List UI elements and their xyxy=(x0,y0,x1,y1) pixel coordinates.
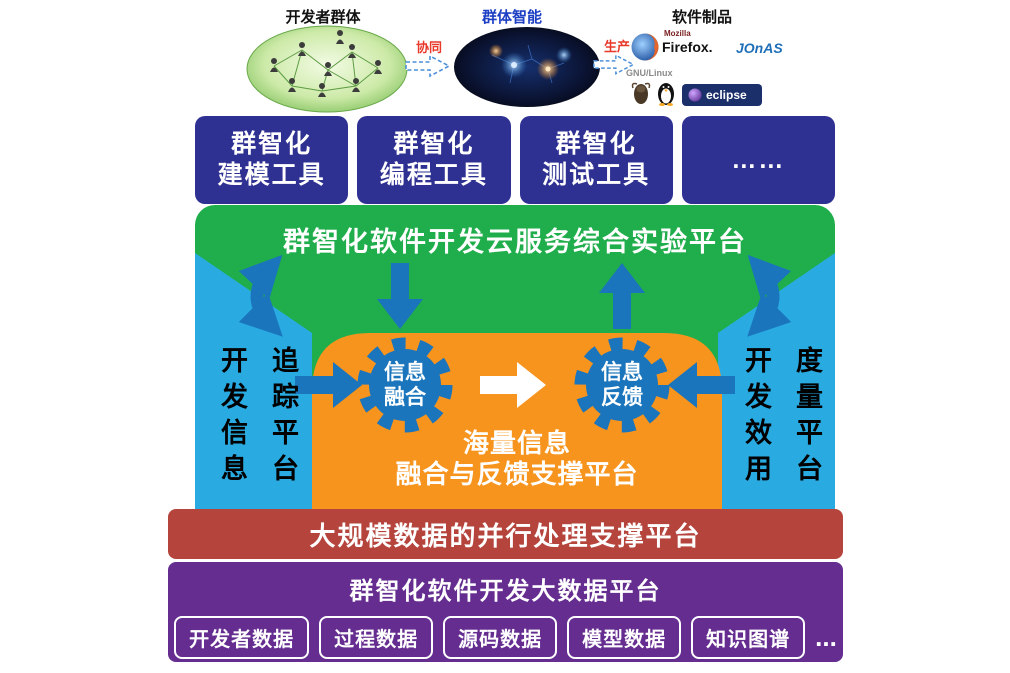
collaboration-arrow-icon xyxy=(405,54,451,78)
gnu-linux-label: GNU/Linux xyxy=(626,68,673,78)
tool-box-more: …… xyxy=(681,116,835,204)
eclipse-sphere-icon xyxy=(688,88,702,102)
tool-box-programming: 群智化 编程工具 xyxy=(357,116,511,204)
tool-box-label-line2: 测试工具 xyxy=(542,161,651,189)
bigdata-items-row: 开发者数据 过程数据 源码数据 模型数据 知识图谱 ... xyxy=(168,616,843,659)
platform-diagram xyxy=(195,205,835,510)
fusion-platform-title: 海量信息 融合与反馈支撑平台 xyxy=(312,428,722,490)
data-box-model: 模型数据 xyxy=(567,616,682,659)
feedback-gear-icon xyxy=(574,337,670,433)
left-exchange-arrow xyxy=(238,254,283,337)
bigdata-platform-block: 群智化软件开发大数据平台 开发者数据 过程数据 源码数据 模型数据 知识图谱 .… xyxy=(168,562,843,662)
left-input-arrow xyxy=(295,362,362,408)
tool-box-label-line1: 群智化 xyxy=(555,130,637,158)
down-arrow xyxy=(377,263,423,329)
cloud-platform-title: 群智化软件开发云服务综合实验平台 xyxy=(283,227,747,257)
right-panel-col2: 度量平台 xyxy=(792,346,822,490)
feedback-gear-line1: 信息 xyxy=(601,361,643,384)
tool-box-label-line1: 群智化 xyxy=(393,130,475,158)
dev-utility-measure-panel-label: 开发效用 度量平台 xyxy=(741,346,822,490)
right-input-arrow xyxy=(668,362,735,408)
swarm-intelligence-illustration xyxy=(454,27,600,107)
left-panel-col1: 开发信息 xyxy=(217,346,247,490)
fusion-gear-line2: 融合 xyxy=(384,386,426,409)
bigdata-more-label: ... xyxy=(815,622,837,652)
production-arrow-icon xyxy=(593,54,635,75)
dev-info-tracking-panel-label: 开发信息 追踪平台 xyxy=(217,346,298,490)
firefox-icon xyxy=(631,33,659,61)
eclipse-logo-badge: eclipse xyxy=(682,84,762,106)
linux-penguin-icon xyxy=(658,83,674,106)
collaboration-label: 协同 xyxy=(416,40,443,55)
developer-network-illustration xyxy=(246,25,408,113)
developer-community-label: 开发者群体 xyxy=(285,9,361,26)
tool-box-modeling: 群智化 建模工具 xyxy=(195,116,349,204)
software-products-logos: Mozilla Firefox. JOnAS GNU/Linux eclipse xyxy=(624,24,794,116)
tool-box-testing: 群智化 测试工具 xyxy=(519,116,673,204)
fusion-gear-label: 信息 融合 xyxy=(363,360,447,410)
data-box-process: 过程数据 xyxy=(319,616,434,659)
eclipse-logo-label: eclipse xyxy=(706,88,747,102)
data-box-knowledge: 知识图谱 xyxy=(691,616,806,659)
parallel-processing-platform-bar: 大规模数据的并行处理支撑平台 xyxy=(168,509,843,559)
right-exchange-arrow xyxy=(747,254,792,337)
software-products-label: 软件制品 xyxy=(671,9,732,26)
left-panel-col2: 追踪平台 xyxy=(268,346,298,490)
swarm-intelligence-label: 群体智能 xyxy=(481,9,542,26)
data-box-source: 源码数据 xyxy=(443,616,558,659)
tool-box-row: 群智化 建模工具 群智化 编程工具 群智化 测试工具 …… xyxy=(195,116,835,204)
production-label: 生产 xyxy=(604,39,631,54)
jonas-logo-label: JOnAS xyxy=(736,40,783,56)
right-panel-col1: 开发效用 xyxy=(741,346,771,490)
gnu-mascot-icon xyxy=(631,82,651,104)
fusion-to-feedback-arrow xyxy=(480,362,546,408)
firefox-logo-label: Firefox. xyxy=(662,39,713,55)
tool-box-label-line1: 群智化 xyxy=(231,130,313,158)
data-box-developer: 开发者数据 xyxy=(174,616,310,659)
fusion-title-line1: 海量信息 xyxy=(462,428,571,458)
up-arrow xyxy=(599,263,645,329)
fusion-gear-icon xyxy=(357,337,453,433)
developer-person-icons xyxy=(270,30,382,97)
tool-box-label-line2: 建模工具 xyxy=(217,161,326,189)
mozilla-logo-label: Mozilla xyxy=(664,29,691,38)
feedback-gear-label: 信息 反馈 xyxy=(580,360,664,410)
bigdata-platform-title: 群智化软件开发大数据平台 xyxy=(349,578,662,605)
feedback-gear-line2: 反馈 xyxy=(601,386,643,409)
tool-box-label-line2: 编程工具 xyxy=(379,161,488,189)
fusion-gear-line1: 信息 xyxy=(384,361,426,384)
tool-box-label-line1: …… xyxy=(731,145,786,174)
fusion-title-line2: 融合与反馈支撑平台 xyxy=(395,459,639,489)
